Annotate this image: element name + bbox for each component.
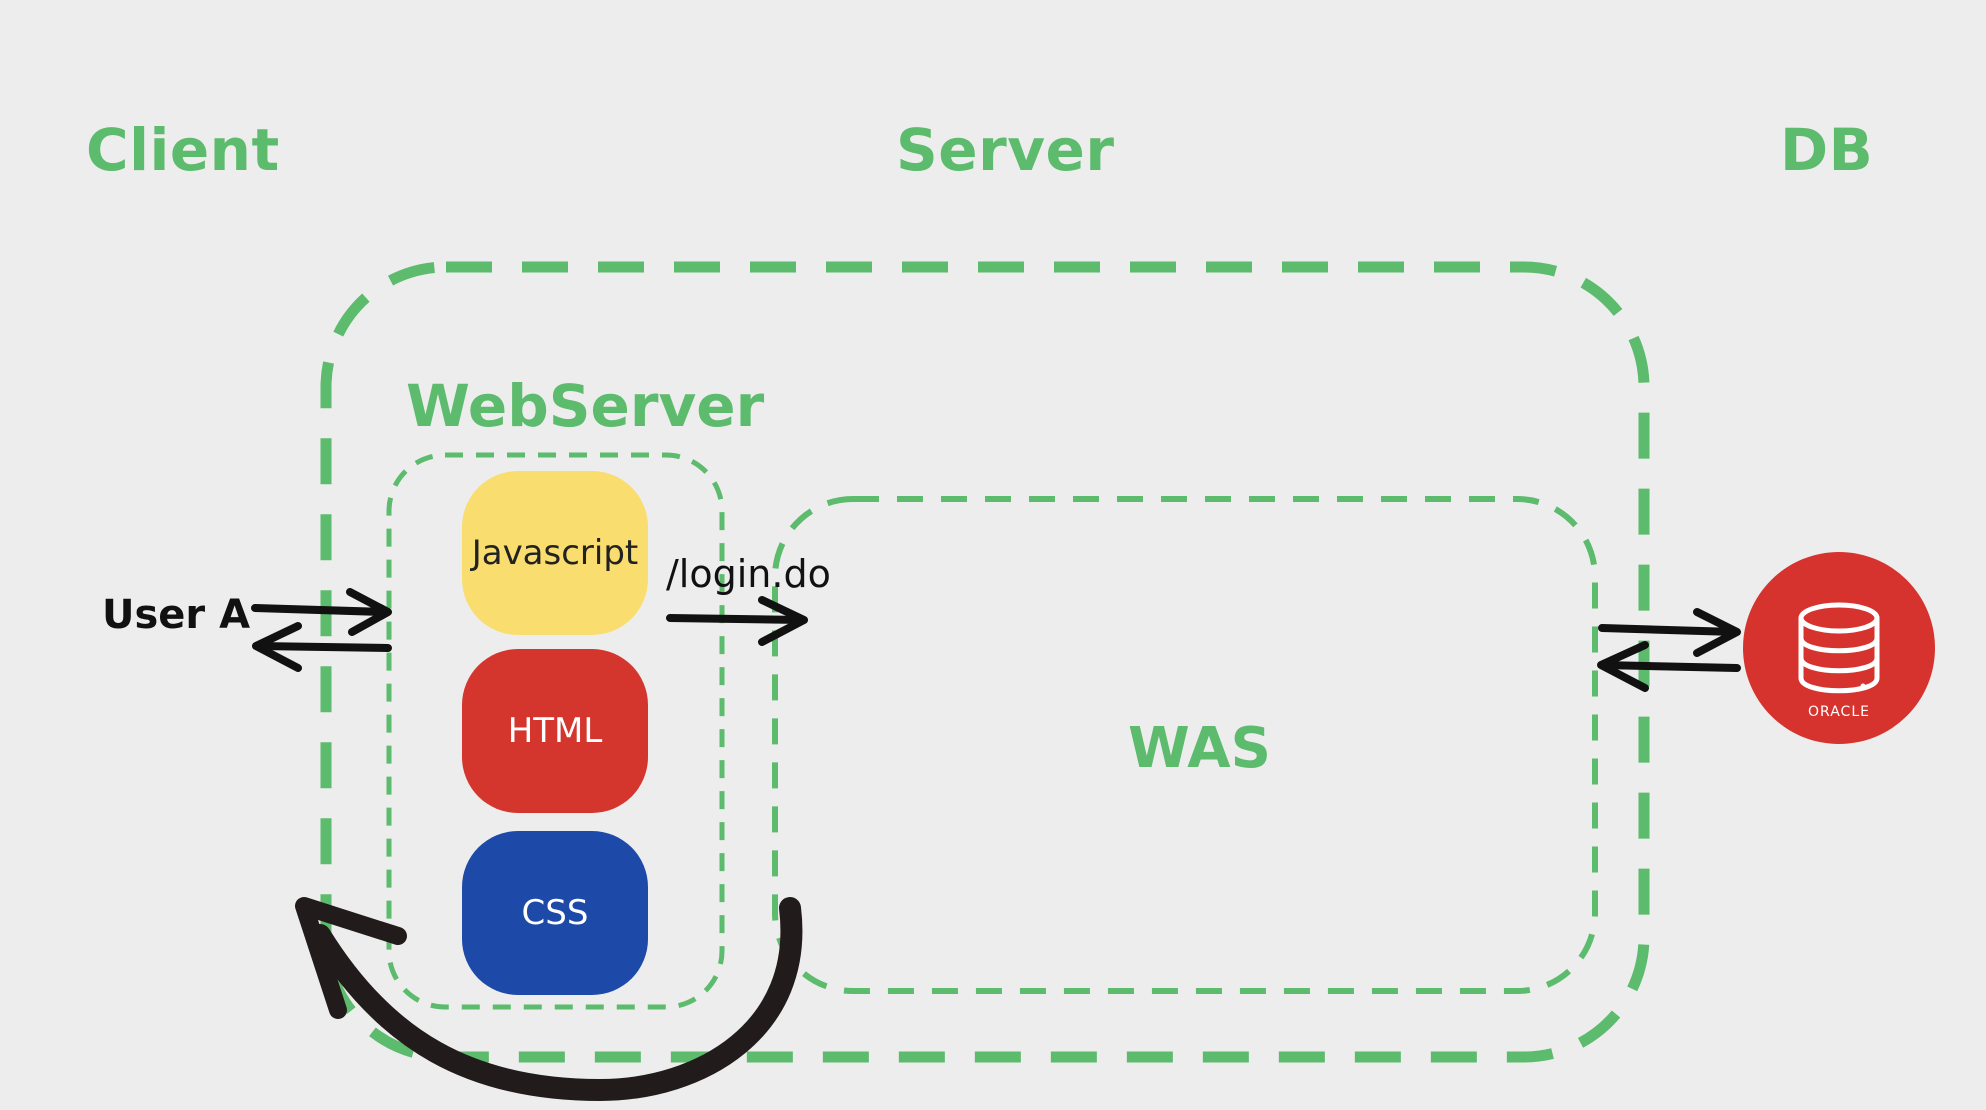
- webserver-title: WebServer: [406, 372, 765, 440]
- css-label: CSS: [521, 893, 589, 933]
- db-header: DB: [1780, 116, 1874, 184]
- webserver-boundary: [386, 452, 725, 1010]
- db-arrows: [1597, 608, 1741, 692]
- html-label: HTML: [507, 711, 603, 751]
- request-arrow: [666, 596, 808, 646]
- oracle-database: ORACLE: [1743, 552, 1935, 744]
- client-header: Client: [86, 116, 280, 184]
- database-icon: [1798, 602, 1880, 694]
- request-path-label: /login.do: [666, 552, 831, 596]
- oracle-brand-label: ORACLE: [1808, 704, 1870, 720]
- client-arrows: [251, 588, 392, 672]
- server-header: Server: [896, 116, 1115, 184]
- css-tile: CSS: [462, 831, 648, 995]
- user-label: User A: [102, 592, 251, 638]
- was-boundary: [772, 496, 1598, 994]
- html-tile: HTML: [462, 649, 648, 813]
- was-title: WAS: [1128, 716, 1271, 781]
- javascript-label: Javascript: [471, 533, 639, 573]
- response-arrow: [295, 897, 803, 1101]
- javascript-tile: Javascript: [462, 471, 648, 635]
